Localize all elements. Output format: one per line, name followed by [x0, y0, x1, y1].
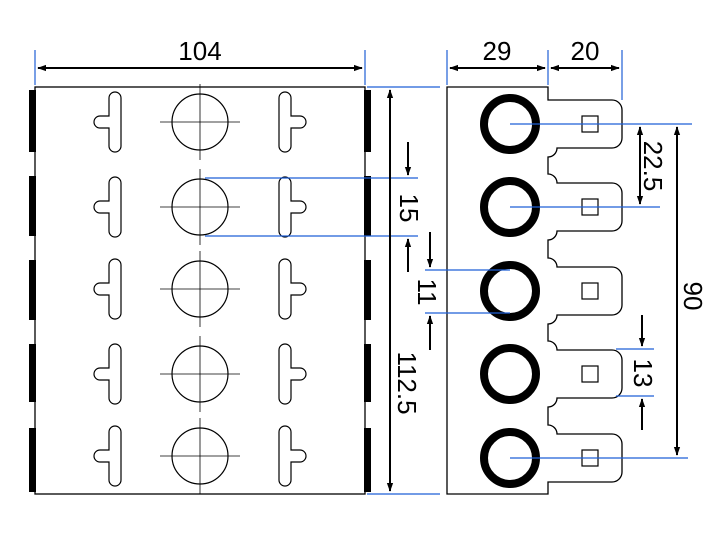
tab-square-hole [581, 365, 599, 383]
dim-label-overall-width: 104 [178, 36, 221, 66]
edge-strip-right [364, 260, 371, 320]
dim-label-tab-width: 13 [628, 359, 658, 388]
edge-strip-left [29, 176, 36, 236]
edge-strip-right [364, 90, 371, 152]
keyhole-slot-left [93, 91, 122, 153]
side-view [446, 86, 623, 495]
dimension-labels: 104 29 20 15 11 112.5 22.5 90 13 [178, 36, 708, 415]
keyhole-slot-right [278, 91, 307, 153]
edge-strip-right [364, 428, 371, 492]
edge-strips [29, 90, 371, 492]
keyhole-slot-right [278, 425, 307, 487]
extension-lines [34, 50, 692, 495]
keyhole-slot-right [278, 343, 307, 405]
dimension-lines [37, 64, 681, 492]
ring [480, 261, 540, 321]
edge-strip-left [29, 90, 36, 152]
front-features [93, 84, 307, 494]
keyhole-slot-left [93, 176, 122, 238]
edge-strip-right [364, 344, 371, 402]
dim-label-ring-inner-diameter: 11 [412, 279, 442, 306]
dim-label-overall-height: 112.5 [392, 351, 422, 414]
tab-square-hole [581, 282, 599, 300]
keyhole-slot-right [278, 258, 307, 320]
dim-label-side-body-width: 29 [483, 36, 512, 66]
keyhole-slot-left [93, 258, 122, 320]
keyhole-slot-left [93, 425, 122, 487]
keyhole-slot-right [278, 176, 307, 238]
front-view [29, 84, 371, 495]
edge-strip-left [29, 260, 36, 320]
edge-strip-left [29, 428, 36, 492]
edge-strip-left [29, 344, 36, 402]
keyhole-slot-left [93, 343, 122, 405]
dim-label-tab-length: 20 [571, 36, 600, 66]
edge-strip-right [364, 176, 371, 236]
dim-label-tab-span: 90 [678, 282, 708, 311]
dim-label-hole-diameter: 15 [394, 194, 424, 223]
dim-label-tab-pitch: 22.5 [638, 141, 668, 192]
ring [480, 344, 540, 404]
